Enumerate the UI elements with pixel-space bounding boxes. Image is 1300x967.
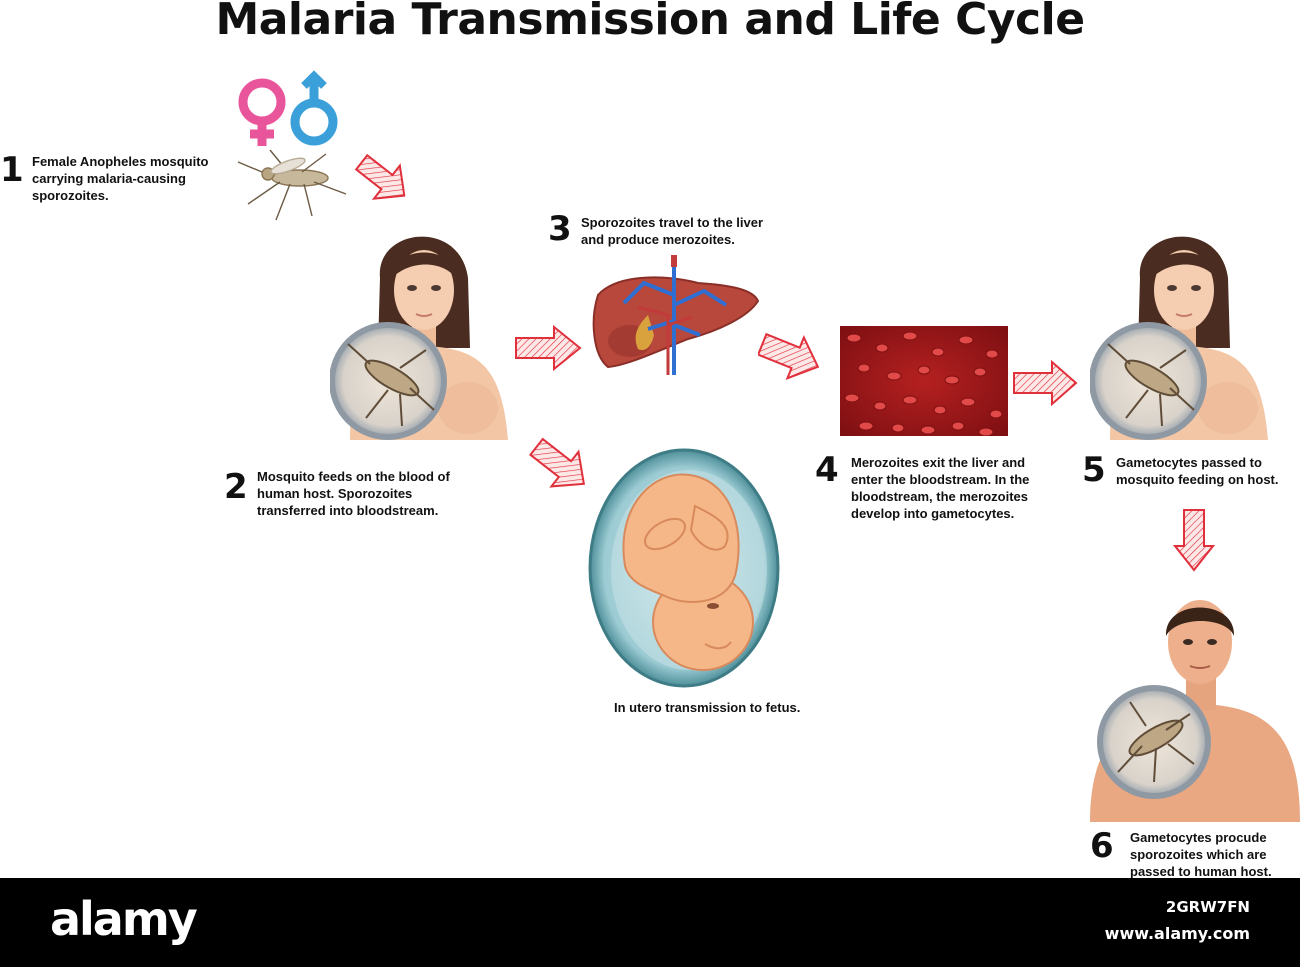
step-6-text: Gametocytes procude sporozoites which ar… [1130,830,1272,879]
liver-illustration [592,255,760,375]
human-host-woman-illustration [330,236,508,440]
magnifier-lens-icon [1097,685,1211,799]
step-2-text: Mosquito feeds on the blood of human hos… [257,469,450,518]
magnifier-lens-icon [1090,322,1207,440]
step-4-text: Merozoites exit the liver and enter the … [851,455,1030,521]
bloodstream-red-blood-cells-illustration [840,326,1008,436]
fetus-caption: In utero transmission to fetus. [614,700,801,715]
step-1-number: 1 [0,150,24,190]
magnifier-lens-icon [330,322,447,440]
fetus-in-womb-illustration [588,448,780,688]
step-5-number: 5 [1082,450,1106,490]
mosquito-icon [237,149,347,221]
human-host-man-illustration [1090,600,1300,822]
step-2-number: 2 [224,467,248,507]
gender-symbols-and-mosquito-illustration [237,70,347,221]
arrow-step3-to-step4 [758,332,820,381]
footer-url: www.alamy.com [1104,924,1250,943]
image-id: 2GRW7FN [1165,898,1250,916]
arrow-step4-to-step5 [1013,360,1078,406]
step-6-number: 6 [1090,826,1114,866]
step-5-text: Gametocytes passed to mosquito feeding o… [1116,455,1279,487]
arrow-to-fetus [529,437,586,488]
alamy-logo: alamy [50,892,198,946]
arrow-step1-to-step2 [354,153,406,200]
infected-host-woman-illustration [1090,236,1268,440]
page-title: Malaria Transmission and Life Cycle [215,0,1085,45]
step-3-number: 3 [548,209,572,249]
step-1-text: Female Anopheles mosquito carrying malar… [32,154,209,203]
arrow-step2-to-step3 [515,325,582,371]
female-symbol-icon [238,78,286,146]
arrow-step5-to-step6 [1173,509,1215,572]
step-3-text: Sporozoites travel to the liver and prod… [581,215,764,247]
male-symbol-icon [290,70,338,146]
step-4-number: 4 [815,450,839,490]
stock-watermark-bar: alamy 2GRW7FN www.alamy.com [0,878,1300,967]
